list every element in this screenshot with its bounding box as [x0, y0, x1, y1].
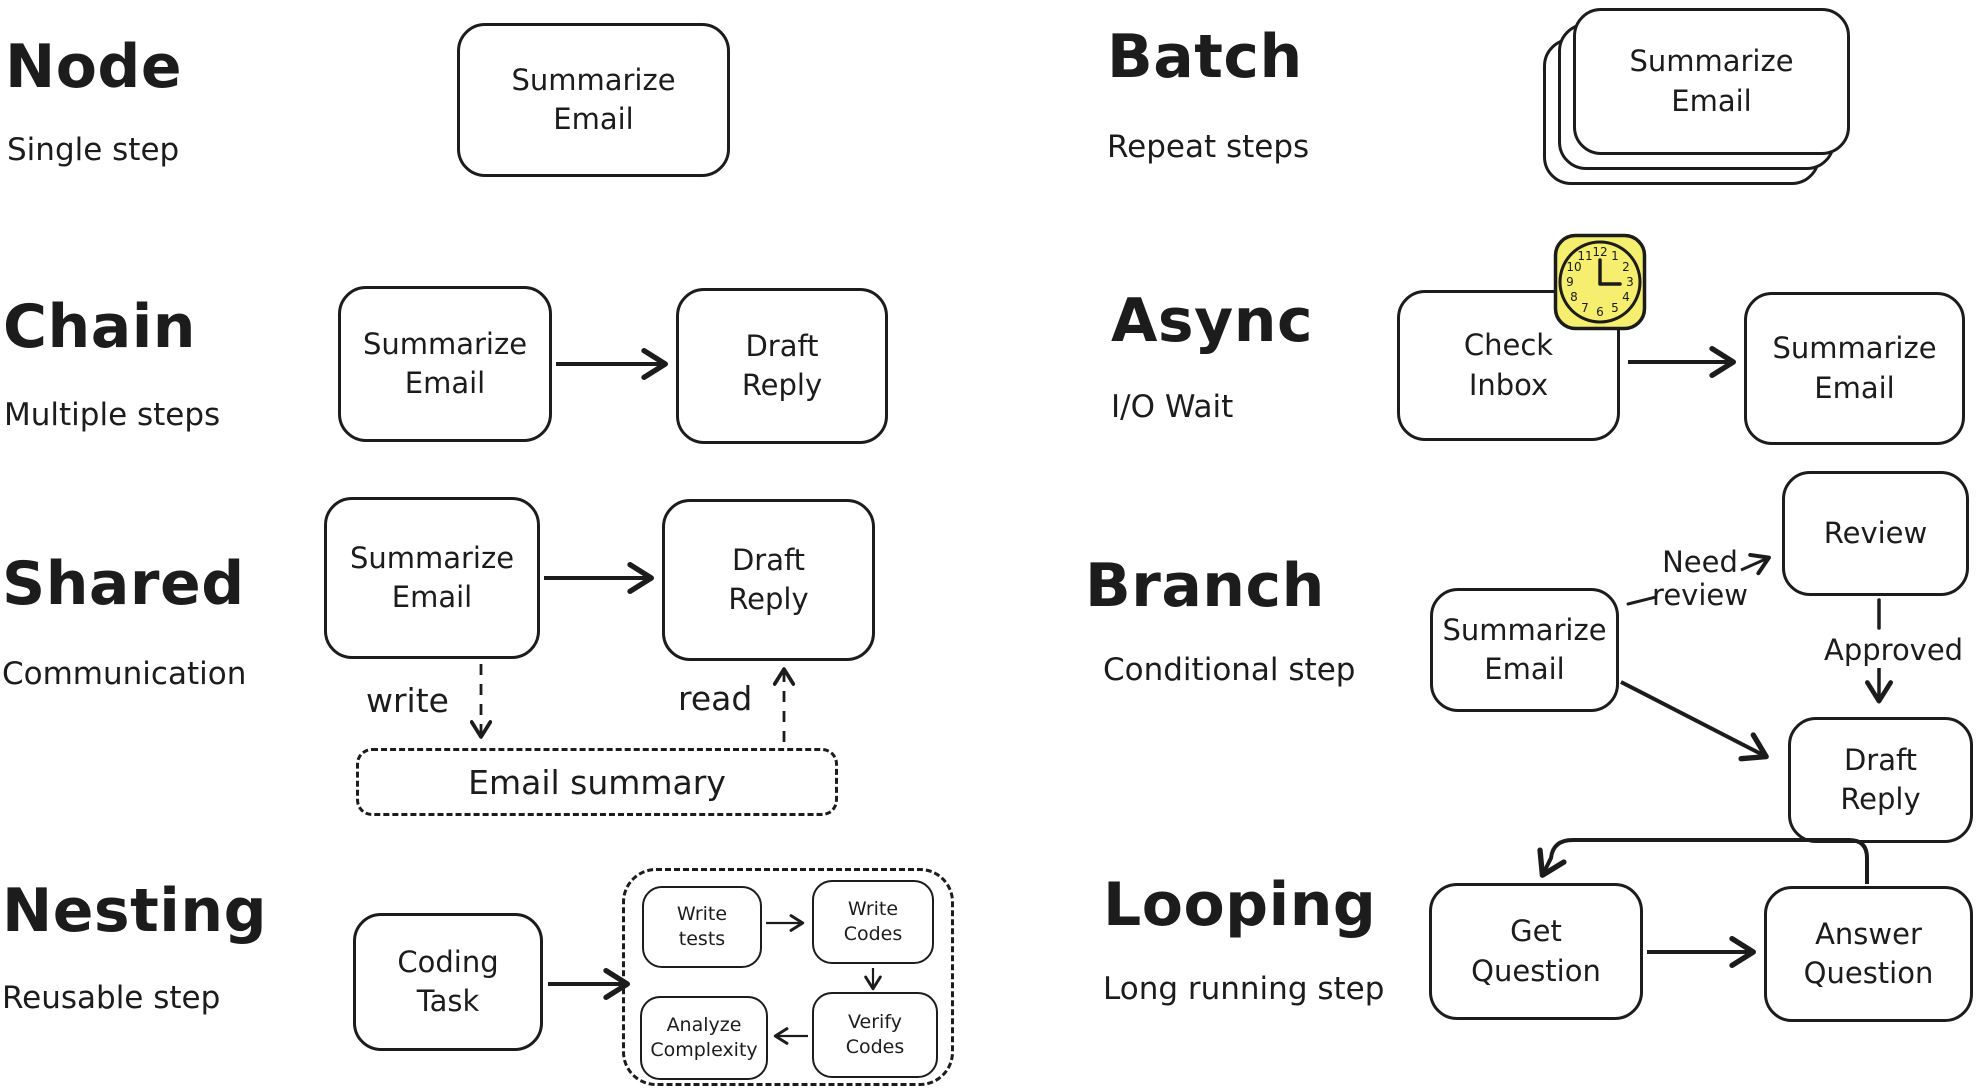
batch-subtitle: Repeat steps: [1107, 129, 1310, 165]
clock-hands: [1598, 258, 1622, 286]
batch-title: Batch: [1107, 22, 1303, 92]
branch-box-draft-reply: Draft Reply: [1788, 717, 1973, 843]
svg-text:4: 4: [1622, 290, 1630, 304]
svg-text:2: 2: [1622, 260, 1630, 274]
chain-box-summarize-email: Summarize Email: [338, 286, 552, 442]
branch-box-summarize-email: Summarize Email: [1430, 588, 1619, 712]
shared-subtitle: Communication: [2, 656, 247, 692]
branch-direct-arrow: [1620, 680, 1769, 762]
shared-box-draft-reply: Draft Reply: [662, 499, 875, 661]
branch-approved-label: Approved: [1824, 633, 1964, 667]
svg-text:7: 7: [1581, 301, 1589, 315]
batch-card-front: Summarize Email: [1573, 8, 1850, 155]
nesting-title: Nesting: [2, 876, 268, 946]
nesting-box-write-codes: Write Codes: [812, 880, 934, 964]
branch-box-review: Review: [1782, 471, 1969, 596]
svg-text:11: 11: [1577, 249, 1592, 263]
svg-text:8: 8: [1570, 290, 1578, 304]
nesting-box-verify-codes: Verify Codes: [812, 992, 938, 1078]
async-box-summarize-email: Summarize Email: [1744, 292, 1965, 445]
nesting-subtitle: Reusable step: [2, 980, 221, 1016]
svg-text:12: 12: [1592, 245, 1607, 259]
nesting-box-analyze-complexity: Analyze Complexity: [640, 996, 768, 1080]
svg-text:6: 6: [1596, 305, 1604, 319]
looping-title: Looping: [1103, 870, 1377, 940]
chain-title: Chain: [3, 292, 197, 362]
looping-box-get-question: Get Question: [1429, 883, 1643, 1020]
branch-need-review-label: Need review: [1652, 545, 1748, 613]
svg-text:10: 10: [1566, 260, 1581, 274]
async-subtitle: I/O Wait: [1111, 389, 1234, 425]
svg-text:1: 1: [1611, 249, 1619, 263]
looping-box-answer-question: Answer Question: [1764, 886, 1973, 1022]
svg-text:5: 5: [1611, 301, 1619, 315]
branch-title: Branch: [1085, 551, 1325, 621]
shared-store-email-summary: Email summary: [356, 748, 838, 816]
nesting-box-write-tests: Write tests: [642, 886, 762, 968]
nesting-box-coding-task: Coding Task: [353, 913, 543, 1051]
looping-loopback-arrow: [1537, 838, 1869, 884]
shared-read-label: read: [678, 679, 753, 718]
looping-subtitle: Long running step: [1103, 971, 1385, 1007]
chain-box-draft-reply: Draft Reply: [676, 288, 888, 444]
shared-write-label: write: [366, 681, 449, 720]
clock-numerals: 12 1 2 3 4 5 6 7 8 9 10 11: [1566, 245, 1634, 319]
chain-subtitle: Multiple steps: [4, 397, 221, 433]
async-title: Async: [1111, 286, 1314, 356]
node-box-summarize-email: Summarize Email: [457, 23, 730, 177]
clock-icon: 12 1 2 3 4 5 6 7 8 9 10 11: [1553, 233, 1647, 331]
shared-title: Shared: [2, 549, 245, 619]
svg-text:3: 3: [1626, 275, 1634, 289]
node-subtitle: Single step: [7, 132, 180, 168]
node-title: Node: [5, 32, 183, 102]
branch-subtitle: Conditional step: [1103, 652, 1356, 688]
shared-box-summarize-email: Summarize Email: [324, 497, 540, 659]
svg-text:9: 9: [1566, 275, 1574, 289]
